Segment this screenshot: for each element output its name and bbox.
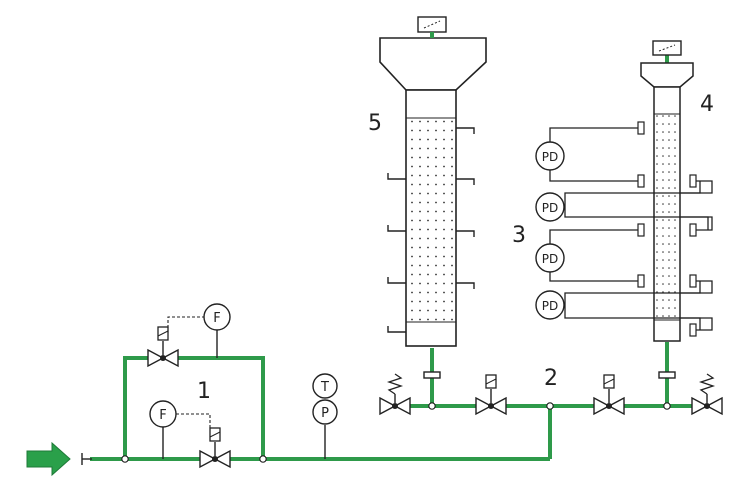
pd-gauge-1: PD [535, 141, 565, 171]
section-label-4: 4 [700, 92, 714, 117]
inlet-nozzle [81, 453, 92, 465]
pd-gauge-3-label: PD [542, 252, 558, 266]
section-label-3: 3 [512, 223, 526, 248]
temperature-gauge-label: T [320, 380, 329, 395]
riser-fittings [423, 371, 676, 379]
section-label-1: 1 [197, 379, 211, 404]
pd-gauge-3: PD [535, 243, 565, 273]
differential-pressure-network [549, 127, 713, 331]
column-4 [640, 40, 694, 342]
pd-gauge-2: PD [535, 192, 565, 222]
pipe-junctions [121, 402, 671, 463]
header-valve-b-icon [593, 374, 625, 416]
column-4-tap-fittings [637, 121, 697, 337]
pd-gauge-1-label: PD [542, 150, 558, 164]
column-5 [379, 16, 487, 347]
temperature-pressure-gauges: T P [312, 373, 338, 459]
pd-gauge-4-label: PD [542, 299, 558, 313]
flow-meter-top: F [167, 303, 231, 358]
section-label-5: 5 [368, 111, 382, 136]
header-valve-a-icon [475, 374, 507, 416]
flow-meter-bottom: F [149, 400, 211, 459]
flow-meter-bottom-label: F [159, 408, 166, 423]
relief-valve-left-icon [379, 373, 411, 416]
relief-valve-right-icon [691, 373, 723, 416]
pressure-gauge-label: P [321, 406, 329, 421]
section-label-2: 2 [544, 366, 558, 391]
flow-meter-top-label: F [213, 311, 220, 326]
pd-gauge-2-label: PD [542, 201, 558, 215]
inlet-arrow-icon [26, 441, 71, 477]
bypass-valve-icon [147, 326, 179, 368]
main-control-valve-icon [199, 427, 231, 469]
pd-gauge-4: PD [535, 290, 565, 320]
